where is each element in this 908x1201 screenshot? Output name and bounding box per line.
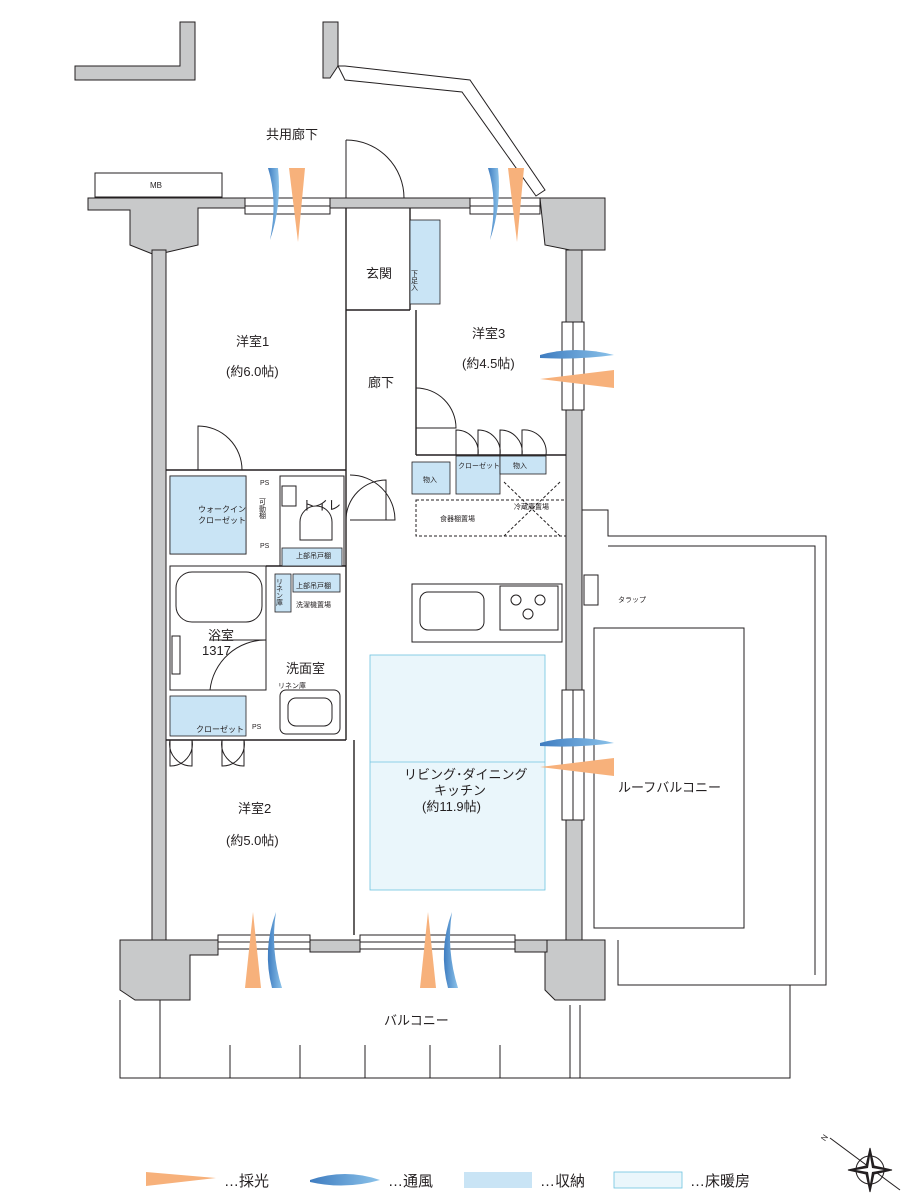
ldk-label-2: キッチン [434, 783, 486, 798]
closet2-label: クローゼット [196, 724, 244, 734]
movable-shelf-label: 可動棚 [259, 498, 267, 520]
walkin-label-2: クローゼット [198, 515, 246, 525]
room3-size: (約4.5帖) [462, 356, 515, 371]
ps-label-2: PS [260, 543, 270, 550]
bath-size: 1317 [202, 643, 231, 658]
light-arrows [245, 168, 614, 988]
storage-areas [169, 219, 547, 737]
interior-walls [166, 208, 566, 935]
legend-wind-text: …通風 [388, 1173, 433, 1190]
balconies [119, 509, 827, 1079]
shoe-storage-label: 下足入 [411, 270, 419, 291]
room1-name: 洋室1 [236, 334, 269, 349]
upper-cabinet-label-2: 上部吊戸棚 [296, 581, 331, 590]
compass-rose [829, 1137, 901, 1193]
bath-name: 浴室 [208, 628, 234, 643]
toilet-label: トイレ [302, 498, 341, 513]
windows [217, 197, 585, 950]
ps-label-3: PS [252, 724, 262, 731]
floor-heating-area [369, 654, 546, 891]
pantry-label: 食器棚置場 [440, 514, 475, 523]
mb-box [94, 172, 223, 198]
entrance-label: 玄関 [366, 266, 392, 281]
balcony-label: バルコニー [384, 1013, 449, 1028]
floor-heating-swatch-icon [613, 1171, 683, 1189]
wind-arrows [267, 168, 614, 988]
room3-name: 洋室3 [472, 326, 505, 341]
common-corridor-label: 共用廊下 [266, 127, 318, 142]
linen-label: リネン庫 [276, 578, 284, 607]
washer-space-label: 洗濯機置場 [296, 600, 331, 609]
light-wedge-icon [146, 1172, 216, 1186]
ps-label-1: PS [260, 480, 270, 487]
room1-size: (約6.0帖) [226, 364, 279, 379]
storage-b-label: 物入 [513, 461, 527, 470]
ldk-size: (約11.9帖) [422, 799, 481, 814]
storage-swatch-icon [464, 1172, 532, 1188]
linen-label-2: リネン庫 [278, 681, 306, 690]
wind-wave-icon [310, 1174, 380, 1186]
fridge-label: 冷蔵庫置場 [514, 502, 549, 511]
trap-label: タラップ [618, 595, 646, 604]
room2-name: 洋室2 [238, 801, 271, 816]
bath-fixtures [171, 485, 341, 735]
legend-light-text: …採光 [224, 1173, 269, 1190]
mb-label: MB [150, 181, 162, 190]
compass-north-label: N [819, 1133, 830, 1143]
doors [169, 139, 547, 767]
legend-storage-text: …収納 [540, 1173, 585, 1190]
storage-a-label: 物入 [423, 475, 437, 484]
kitchen [411, 481, 567, 643]
corridor-label: 廊下 [368, 375, 394, 390]
closet3-label: クローゼット [458, 461, 500, 470]
room2-size: (約5.0帖) [226, 833, 279, 848]
roof-balcony-label: ルーフバルコニー [618, 780, 721, 795]
walkin-label-1: ウォークイン [198, 505, 246, 514]
legend-floor-heating-text: …床暖房 [690, 1173, 750, 1190]
neighbor-walls [74, 21, 546, 197]
upper-cabinet-label: 上部吊戸棚 [296, 551, 331, 560]
legend: …採光 …通風 …収納 …床暖房 [146, 1171, 750, 1190]
ldk-label-1: リビング･ダイニング [404, 767, 528, 782]
washroom-label: 洗面室 [286, 661, 325, 676]
